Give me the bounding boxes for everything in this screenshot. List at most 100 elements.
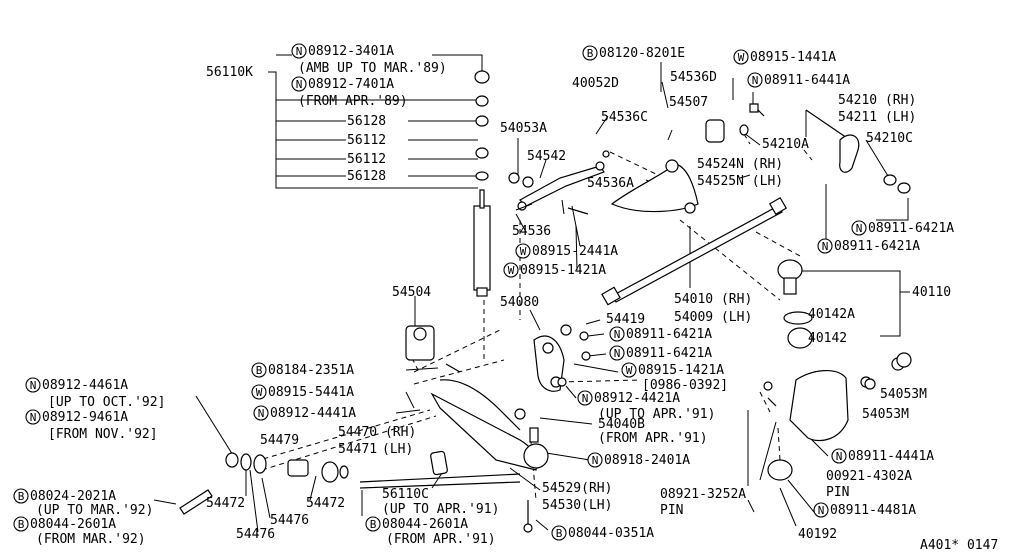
badge-letter: N xyxy=(822,240,829,253)
part-label: [0986-0392] xyxy=(642,378,728,393)
part-number-text: 54210A xyxy=(762,137,809,152)
part-number-text: 56128 xyxy=(347,114,386,129)
part-number-text: 56112 xyxy=(347,152,386,167)
part-label: 40142A xyxy=(808,307,855,322)
part-label: 54536 xyxy=(512,224,551,239)
part-label: 40142 xyxy=(808,331,847,346)
part-number-text: 40142 xyxy=(808,331,847,346)
part-label: 08921-3252A xyxy=(660,487,746,502)
part-number-text: 54479 xyxy=(260,433,299,448)
part-label: 54211 (LH) xyxy=(838,110,916,125)
badge-letter: N xyxy=(752,74,759,87)
badge-icon: N xyxy=(291,76,307,92)
part-number-text: 08120-8201E xyxy=(599,46,685,61)
part-label: (FROM APR.'91) xyxy=(598,431,708,446)
part-number-text: 54009 (LH) xyxy=(674,310,752,325)
badge-letter: N xyxy=(614,328,621,341)
part-number-text: 08911-6421A xyxy=(626,327,712,342)
badge-icon: N xyxy=(817,238,833,254)
part-number-text: 08044-2601A xyxy=(30,517,116,532)
upper-arm xyxy=(610,159,699,214)
part-label: 56110K xyxy=(206,65,253,80)
badge-icon: B xyxy=(251,362,267,378)
part-number-text: 54507 xyxy=(669,95,708,110)
part-number-text: 08915-1421A xyxy=(638,363,724,378)
part-number-text: 56128 xyxy=(347,169,386,184)
part-number-text: 08921-3252A xyxy=(660,487,746,502)
part-label: 54504 xyxy=(392,285,431,300)
part-number-text: 08911-6421A xyxy=(868,221,954,236)
part-number-text: 08911-6421A xyxy=(626,346,712,361)
part-label: 54080 xyxy=(500,295,539,310)
part-label: (UP TO APR.'91) xyxy=(382,502,499,517)
part-label: 40052D xyxy=(572,76,619,91)
badge-icon: B xyxy=(582,45,598,61)
part-number-text: PIN xyxy=(660,503,683,518)
badge-letter: B xyxy=(18,490,25,503)
part-number-text: 54210 (RH) xyxy=(838,93,916,108)
part-number-text: 54470 (RH) xyxy=(338,425,416,440)
part-label: 54542 xyxy=(527,149,566,164)
part-label: N 08911-6421A xyxy=(609,326,712,342)
part-number-text: 08912-9461A xyxy=(42,410,128,425)
part-number-text: (FROM APR.'91) xyxy=(598,431,708,446)
part-label: 54053M xyxy=(862,407,909,422)
badge-icon: B xyxy=(551,525,567,541)
lower-arm xyxy=(430,379,549,471)
part-label: 54530(LH) xyxy=(542,498,612,513)
part-label: PIN xyxy=(660,503,683,518)
badge-letter: N xyxy=(818,504,825,517)
badge-icon: B xyxy=(365,516,381,532)
part-label: 54524N (RH) xyxy=(697,157,783,172)
part-label: 56110C xyxy=(382,487,429,502)
part-label: N 08911-6421A xyxy=(609,345,712,361)
badge-icon: N xyxy=(577,390,593,406)
badge-letter: B xyxy=(370,518,377,531)
strut-bracket xyxy=(533,335,565,392)
part-number-text: 08915-1421A xyxy=(520,263,606,278)
part-label: 54053M xyxy=(880,387,927,402)
part-number-text: 54472 xyxy=(206,496,245,511)
part-label: 40192 xyxy=(798,527,837,542)
badge-icon: N xyxy=(25,409,41,425)
part-number-text: 08912-4461A xyxy=(42,378,128,393)
part-label: 54476 xyxy=(270,513,309,528)
part-label: 54525N (LH) xyxy=(697,174,783,189)
badge-letter: N xyxy=(614,347,621,360)
badge-icon: N xyxy=(851,220,867,236)
part-number-text: 56112 xyxy=(347,133,386,148)
part-number-text: (UP TO APR.'91) xyxy=(598,407,715,422)
part-label: (FROM APR.'91) xyxy=(386,532,496,547)
misc-bolts xyxy=(445,150,912,533)
part-number-text: 08044-0351A xyxy=(568,526,654,541)
upper-mount-stack xyxy=(474,70,490,181)
part-number-text: (FROM MAR.'92) xyxy=(36,532,146,547)
part-number-text: 54053M xyxy=(862,407,909,422)
part-number-text: 08911-4481A xyxy=(830,503,916,518)
part-label: 00921-4302A xyxy=(826,469,912,484)
part-label: (AMB UP TO MAR.'89) xyxy=(298,61,447,76)
ball-joint xyxy=(777,259,813,349)
badge-letter: N xyxy=(30,411,37,424)
bushings-left xyxy=(179,452,349,515)
part-number-text: [UP TO OCT.'92] xyxy=(48,395,165,410)
part-label: (LH) xyxy=(382,442,413,457)
part-label: 54040B xyxy=(598,417,645,432)
part-label: 54536C xyxy=(601,110,648,125)
part-label: 54470 (RH) xyxy=(338,425,416,440)
part-label: N 08912-9461A xyxy=(25,409,128,425)
badge-letter: N xyxy=(582,392,589,405)
part-label: 54419 xyxy=(606,312,645,327)
part-number-text: 54080 xyxy=(500,295,539,310)
part-number-text: 08024-2021A xyxy=(30,489,116,504)
part-number-text: 08915-5441A xyxy=(268,385,354,400)
part-label: 54471 xyxy=(338,442,377,457)
